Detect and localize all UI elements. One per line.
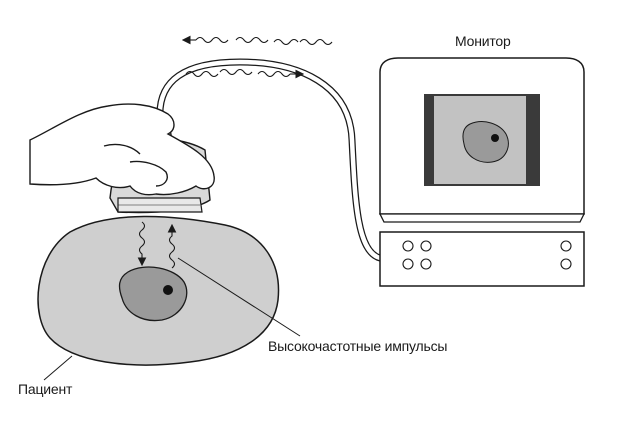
patient-organ <box>118 266 188 322</box>
monitor-base <box>379 231 585 287</box>
monitor-organ-image <box>462 121 509 163</box>
monitor-lesion-image <box>491 134 499 142</box>
pulse-down-wave <box>137 221 147 267</box>
base-knob <box>402 240 414 252</box>
signal-waves <box>181 35 333 79</box>
monitor-label: Монитор <box>455 33 511 49</box>
patient-leader-line <box>43 355 73 381</box>
probe-pulses <box>137 221 177 269</box>
monitor-icon <box>378 57 586 287</box>
signal-wave-outgoing <box>195 36 333 46</box>
base-knob <box>560 240 572 252</box>
signal-wave-incoming <box>185 68 291 78</box>
probe-cable-inner <box>157 59 383 261</box>
pulses-label: Высокочастотные импульсы <box>268 338 448 354</box>
base-knob <box>402 258 414 270</box>
patient-lesion <box>163 285 173 295</box>
base-knob <box>420 240 432 252</box>
pulses-leader-line <box>177 257 301 337</box>
hand-icon <box>29 103 215 196</box>
pulse-up-wave <box>167 223 177 269</box>
base-buttons <box>402 240 572 270</box>
base-knob <box>560 258 572 270</box>
patient-label: Пациент <box>18 381 73 397</box>
base-knob <box>420 258 432 270</box>
